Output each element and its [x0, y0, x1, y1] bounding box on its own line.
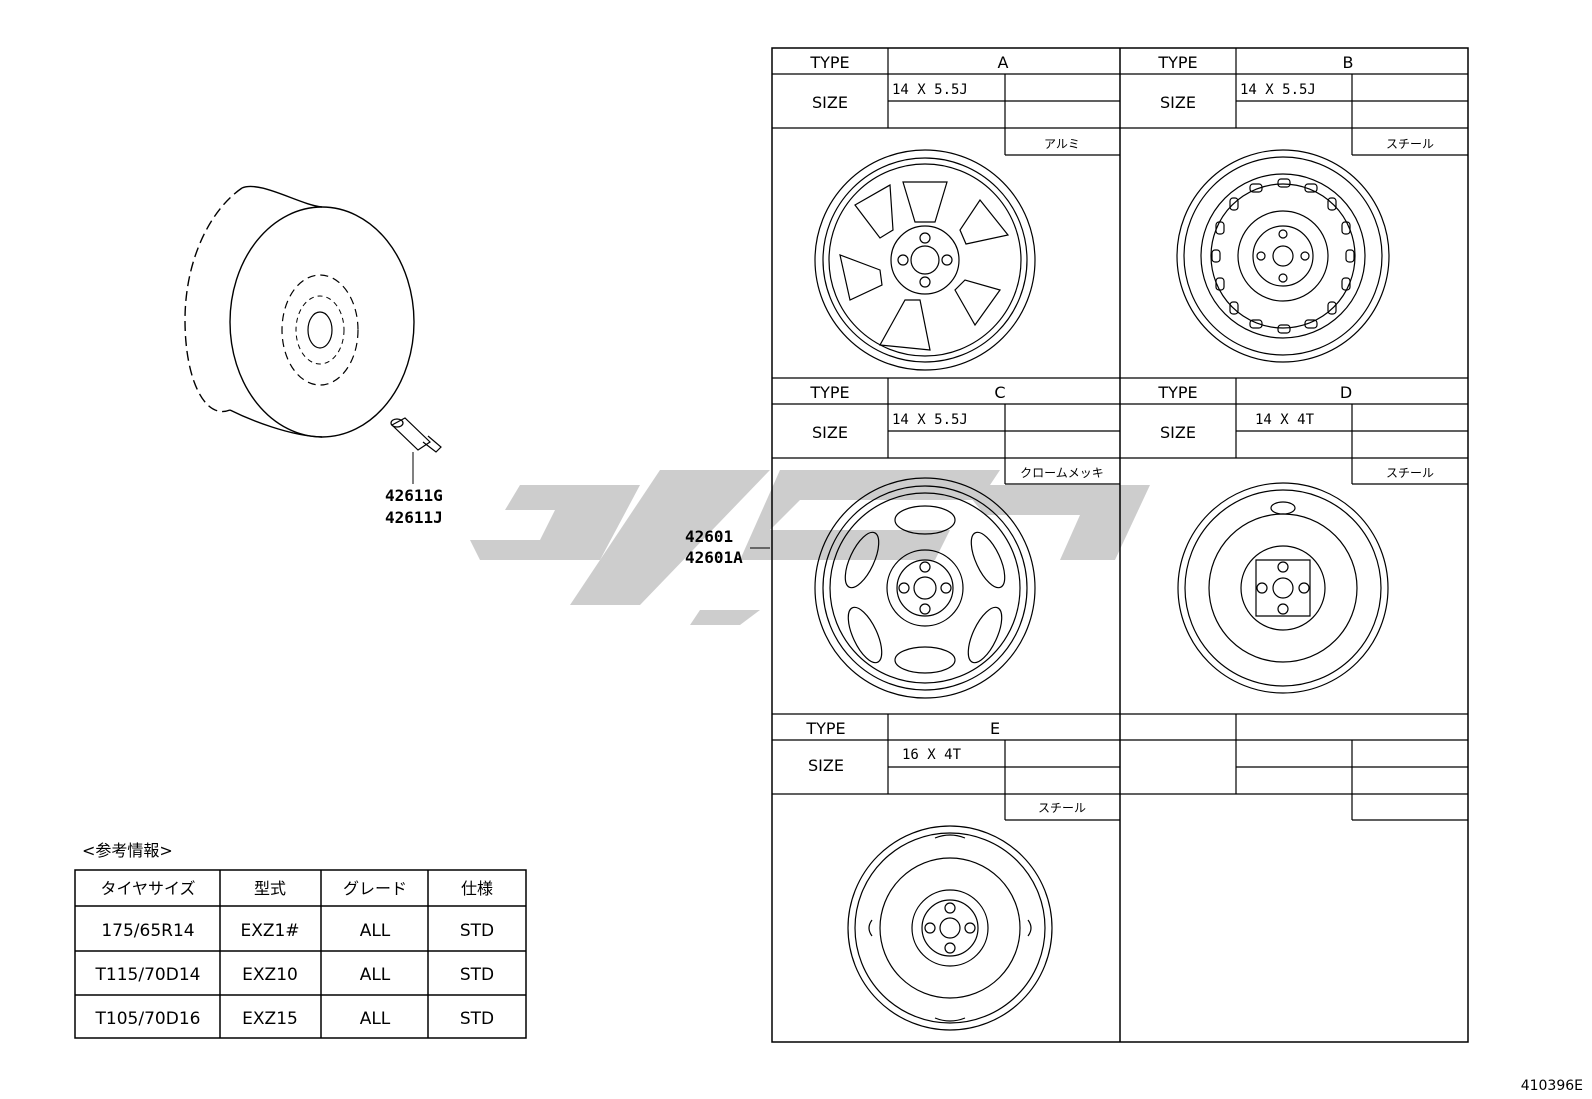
- wheel-cell-d: TYPE D SIZE 14 X 4T スチール: [1120, 378, 1468, 715]
- cell-grade: ALL: [360, 1009, 391, 1029]
- size-label: SIZE: [812, 93, 848, 112]
- valve-part-number-2: 42611J: [385, 508, 443, 527]
- wheel-cell-empty: [1120, 714, 1468, 821]
- table-row: T105/70D16 EXZ15 ALL STD: [95, 1009, 495, 1029]
- tire-assembly-drawing: [184, 185, 415, 438]
- type-label: TYPE: [1157, 383, 1197, 402]
- material-label: スチール: [1038, 801, 1086, 815]
- cell-grade: ALL: [360, 965, 391, 985]
- size-label: SIZE: [1160, 423, 1196, 442]
- type-label: TYPE: [809, 53, 849, 72]
- size-label: SIZE: [808, 756, 844, 775]
- material-label: クロームメッキ: [1020, 466, 1104, 480]
- reference-header-row: タイヤサイズ 型式 グレード 仕様: [100, 879, 493, 898]
- watermark-logo: [470, 470, 1150, 625]
- type-value: B: [1343, 53, 1354, 72]
- wheel-cell-b: TYPE B SIZE 14 X 5.5J スチール: [1120, 48, 1468, 379]
- cell-spec: STD: [460, 965, 494, 985]
- diagram-id: 410396E: [1521, 1078, 1583, 1094]
- type-value: D: [1340, 383, 1352, 402]
- size-value: 14 X 5.5J: [892, 412, 968, 428]
- size-value: 14 X 4T: [1255, 412, 1315, 428]
- valve-part-number-1: 42611G: [385, 486, 443, 505]
- cell-spec: STD: [460, 1009, 494, 1029]
- cell-model: EXZ1#: [240, 921, 299, 941]
- material-label: スチール: [1386, 466, 1434, 480]
- wheel-type-grid: [771, 47, 1469, 1043]
- steel-wheel-drawing: [1176, 149, 1390, 363]
- valve-stem-drawing: [390, 417, 442, 484]
- table-row: T115/70D14 EXZ10 ALL STD: [95, 965, 495, 985]
- vent-holes: [1211, 178, 1355, 334]
- cell-model: EXZ15: [242, 1009, 298, 1029]
- size-label: SIZE: [1160, 93, 1196, 112]
- wheel-cell-c: TYPE C SIZE 14 X 5.5J クロームメッキ: [772, 378, 1120, 715]
- wheel-cell-a: TYPE A SIZE 14 X 5.5J アルミ: [772, 48, 1120, 379]
- wheel-part-number-2: 42601A: [685, 548, 743, 567]
- cell-tire-size: T115/70D14: [95, 965, 201, 985]
- header-model: 型式: [254, 879, 286, 898]
- cell-model: EXZ10: [242, 965, 298, 985]
- cell-tire-size: T105/70D16: [95, 1009, 201, 1029]
- wheel-cell-e: TYPE E SIZE 16 X 4T スチール: [772, 714, 1120, 1031]
- size-value: 14 X 5.5J: [892, 82, 968, 98]
- header-tire-size: タイヤサイズ: [100, 879, 195, 898]
- header-spec: 仕様: [461, 879, 493, 898]
- spare-16-wheel-drawing: [847, 825, 1053, 1031]
- wheel-part-number-1: 42601: [685, 527, 733, 546]
- cell-tire-size: 175/65R14: [101, 921, 194, 941]
- reference-table: [74, 869, 527, 1039]
- table-row: 175/65R14 EXZ1# ALL STD: [101, 921, 494, 941]
- size-label: SIZE: [812, 423, 848, 442]
- type-value: A: [998, 53, 1009, 72]
- cell-grade: ALL: [360, 921, 391, 941]
- type-value: E: [990, 719, 1000, 738]
- reference-title: <参考情報>: [82, 841, 173, 860]
- header-grade: グレード: [343, 879, 407, 898]
- type-label: TYPE: [809, 383, 849, 402]
- size-value: 14 X 5.5J: [1240, 82, 1316, 98]
- material-label: アルミ: [1044, 137, 1080, 151]
- type-value: C: [994, 383, 1005, 402]
- size-value: 16 X 4T: [902, 747, 962, 763]
- chrome-wheel-drawing: [814, 477, 1036, 699]
- cell-spec: STD: [460, 921, 494, 941]
- material-label: スチール: [1386, 137, 1434, 151]
- type-label: TYPE: [1157, 53, 1197, 72]
- temporary-spare-wheel-drawing: [1177, 482, 1389, 694]
- alloy-wheel-drawing: [814, 149, 1036, 371]
- type-label: TYPE: [805, 719, 845, 738]
